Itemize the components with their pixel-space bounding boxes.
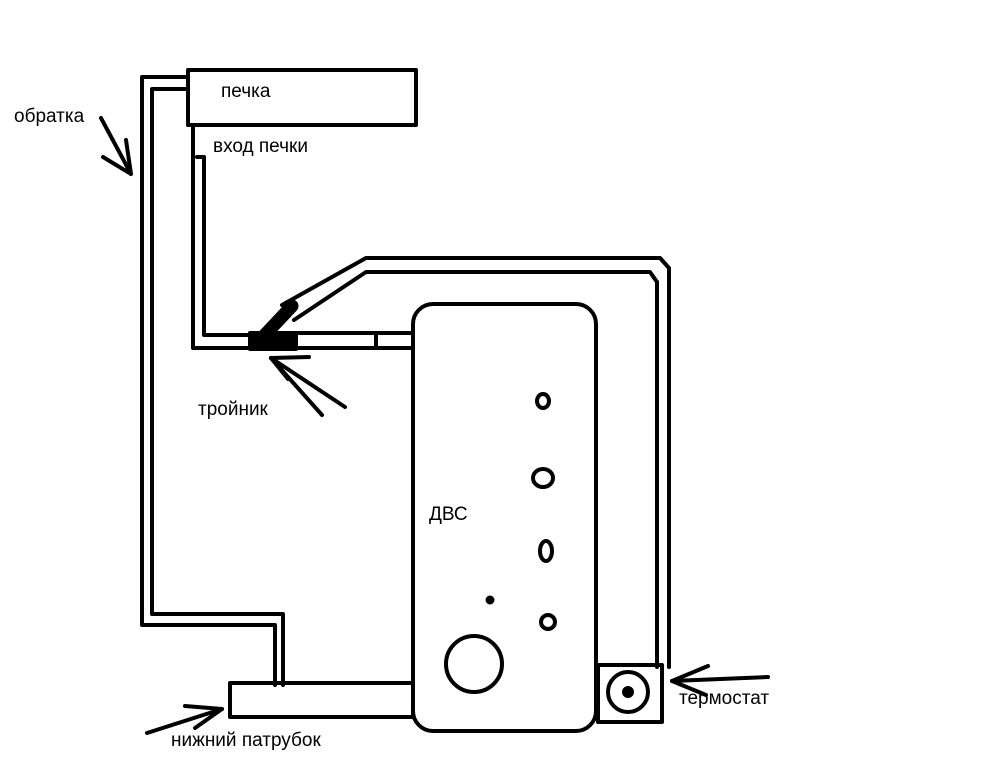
thermostat-housing <box>596 663 664 724</box>
label-dvs: ДВС <box>429 504 468 525</box>
tee-fitting <box>248 299 299 351</box>
label-pechka: печка <box>221 81 271 102</box>
bottom-pipe <box>228 681 415 719</box>
heater-inlet-pipe <box>191 123 414 350</box>
label-obratka: обратка <box>14 106 85 127</box>
label-troynik: тройник <box>198 399 268 420</box>
engine-ports <box>444 392 557 694</box>
label-nizhniy-patrubok: нижний патрубок <box>171 730 321 751</box>
return-pipe <box>140 75 285 687</box>
arrow-troynik <box>269 355 347 417</box>
arrow-nizhniy-patrubok <box>145 704 224 735</box>
label-termostat: термостат <box>679 688 770 709</box>
engine-top-pipe <box>280 256 671 669</box>
heater-box <box>186 68 418 127</box>
label-vhod-pechki: вход печки <box>213 136 308 157</box>
arrow-termostat <box>670 664 770 697</box>
engine-block <box>411 302 598 733</box>
arrow-obratka <box>99 116 133 176</box>
